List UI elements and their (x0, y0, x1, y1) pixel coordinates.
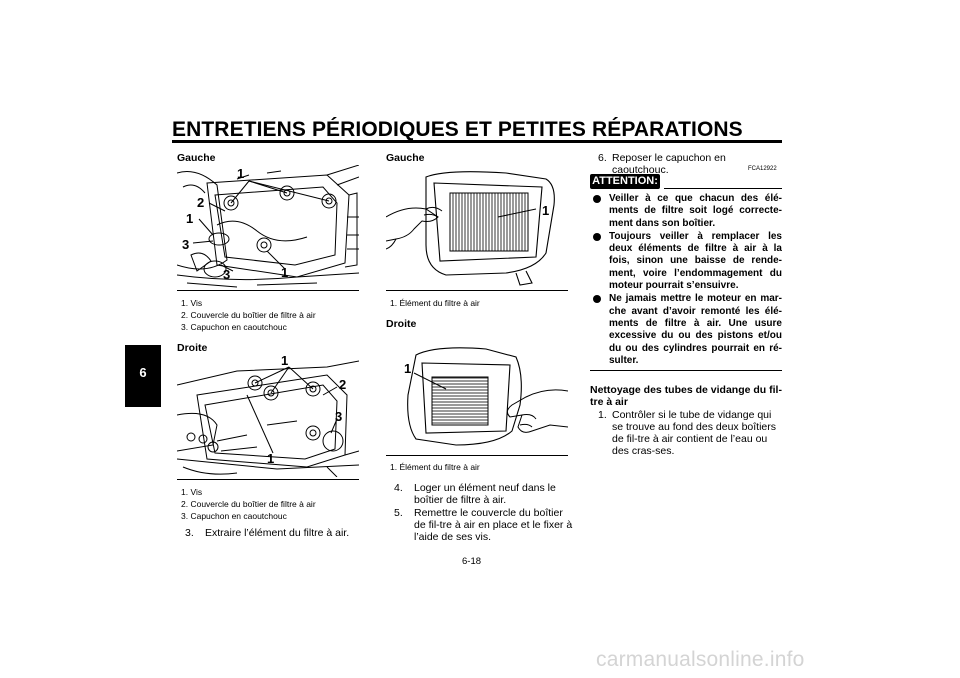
fig1-callout: 1 (281, 265, 288, 280)
page-title: ENTRETIENS PÉRIODIQUES ET PETITES RÉPARA… (172, 118, 743, 141)
fig3-caption: 1. Élément du filtre à air (390, 298, 480, 308)
fig2-callout: 1 (267, 451, 274, 466)
fig3-illustration-left-filter-element: 1 (386, 165, 568, 288)
step-3: 3. Extraire l’élément du filtre à air. (177, 527, 367, 539)
fig2-caption: 1. Vis (181, 487, 203, 497)
attention-label: ATTENTION: (590, 174, 660, 189)
fig1-caption: 2. Couvercle du boîtier de filtre à air (181, 310, 316, 320)
fig1-callout: 3 (182, 237, 189, 252)
fig1-drawing: 1 2 1 3 3 1 (177, 165, 359, 288)
fig4-drawing: 1 (404, 347, 568, 446)
attention-bullet: Toujours veiller à remplacer les deux él… (590, 231, 782, 292)
fig1-callout: 1 (186, 211, 193, 226)
steps-4-5: 4. Loger un élément neuf dans le boîtier … (386, 482, 576, 543)
step-text: Remettre le couvercle du boîtier de fil-… (414, 507, 573, 543)
step-text: Loger un élément neuf dans le boîtier de… (414, 482, 556, 506)
step-5: 5. Remettre le couvercle du boîtier de fi… (386, 507, 576, 543)
fig4-caption-rule (386, 455, 568, 456)
fig1-caption: 3. Capuchon en caoutchouc (181, 322, 287, 332)
title-rule (172, 140, 782, 143)
fig1-callout: 1 (237, 166, 244, 181)
fig2-caption-rule (177, 479, 359, 480)
fig3-caption-rule (386, 290, 568, 291)
fig2-callout: 3 (335, 409, 342, 424)
fig2-caption: 2. Couvercle du boîtier de filtre à air (181, 499, 316, 509)
step-number: 4. (394, 482, 403, 494)
bullet-dot-icon (593, 295, 601, 304)
fig2-illustration-right-airbox: 1 2 3 1 (177, 355, 359, 477)
fig3-heading: Gauche (386, 152, 425, 164)
step-number: 6. (598, 152, 607, 164)
fig1-illustration-left-airbox: 1 2 1 3 3 1 (177, 165, 359, 288)
section-title: Nettoyage des tubes de vidange du fil- t… (590, 384, 782, 408)
attention-end-rule (590, 370, 782, 371)
fig1-callout: 3 (223, 267, 230, 282)
watermark: carmanualsonline.info (596, 648, 805, 671)
step-text: Extraire l’élément du filtre à air. (205, 527, 350, 539)
fig4-caption: 1. Élément du filtre à air (390, 462, 480, 472)
fig1-caption-list: 1. Vis 2. Couvercle du boîtier de filtre… (181, 297, 316, 333)
fig1-callout: 2 (197, 195, 204, 210)
fig1-caption: 1. Vis (181, 298, 203, 308)
attention-rule (664, 188, 782, 189)
page-number: 6-18 (462, 556, 482, 567)
attention-bullets: Veiller à ce que chacun des élé-ments de… (590, 193, 782, 368)
attention-code: FCA12922 (748, 166, 777, 172)
fig2-caption: 3. Capuchon en caoutchouc (181, 511, 287, 521)
step-number: 5. (394, 507, 403, 519)
step-text: Contrôler si le tube de vidange qui se t… (612, 409, 777, 457)
fig2-callout: 1 (281, 355, 288, 368)
attention-bullet: Ne jamais mettre le moteur en mar-che av… (590, 293, 782, 367)
step-6: 6. Reposer le capuchon en caoutchouc. (590, 152, 782, 176)
fig2-heading: Droite (177, 342, 208, 354)
fig2-caption-list: 1. Vis 2. Couvercle du boîtier de filtre… (181, 486, 316, 522)
fig4-callout: 1 (404, 361, 411, 376)
fig2-drawing: 1 2 3 1 (177, 355, 359, 477)
cleaning-step-1: 1. Contrôler si le tube de vidange qui se… (590, 409, 782, 457)
fig4-heading: Droite (386, 318, 417, 330)
step-text: Reposer le capuchon en caoutchouc. (612, 152, 726, 176)
chapter-tab: 6 (125, 345, 161, 407)
step-number: 3. (185, 527, 194, 539)
attention-bullet: Veiller à ce que chacun des élé-ments de… (590, 193, 782, 230)
fig3-callout: 1 (542, 203, 549, 218)
bullet-dot-icon (593, 232, 601, 241)
fig2-callout: 2 (339, 377, 346, 392)
step-number: 1. (598, 409, 607, 421)
fig3-drawing: 1 (386, 171, 555, 286)
fig1-heading: Gauche (177, 152, 216, 164)
fig1-caption-rule (177, 290, 359, 291)
bullet-dot-icon (593, 195, 601, 203)
fig4-illustration-right-filter-element: 1 (386, 335, 568, 455)
step-4: 4. Loger un élément neuf dans le boîtier … (386, 482, 576, 506)
